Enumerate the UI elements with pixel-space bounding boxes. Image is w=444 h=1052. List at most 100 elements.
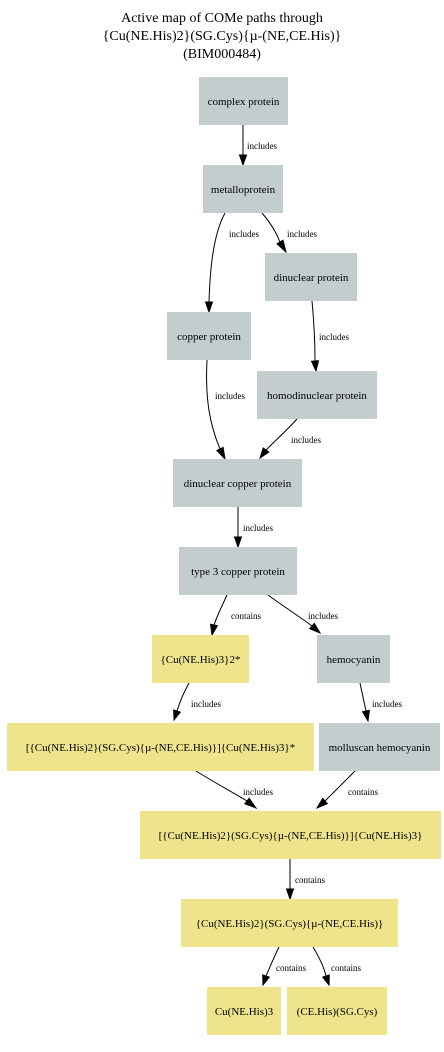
edge-metalloprotein-to-dinuclear-protein: includes bbox=[261, 212, 317, 254]
edge-complex-protein-to-metalloprotein: includes bbox=[238, 125, 277, 167]
edge-line bbox=[359, 682, 367, 712]
edge-label: includes bbox=[319, 332, 349, 342]
title-line-3: (BIM000484) bbox=[183, 47, 261, 62]
node-box bbox=[257, 371, 377, 419]
edge-copper-protein-to-dinuclear-copper-protein: includes bbox=[206, 359, 245, 461]
edge-line bbox=[206, 359, 221, 450]
edge-line bbox=[176, 682, 190, 712]
arrowhead-icon bbox=[216, 446, 226, 461]
edge-label: contains bbox=[231, 611, 261, 621]
node-box bbox=[152, 635, 249, 683]
node-cu-ne-his-3-2: {Cu(NE.His)3}2* bbox=[152, 635, 249, 683]
arrowhead-icon bbox=[321, 974, 330, 987]
node-box bbox=[7, 723, 314, 771]
edge-cu-combo-star-to-cu-combo: includes bbox=[195, 770, 273, 810]
node-cu-ne-his-3: Cu(NE.His)3 bbox=[207, 987, 281, 1035]
arrowhead-icon bbox=[262, 974, 271, 987]
arrowhead-icon bbox=[233, 536, 243, 549]
node-homodinuclear-protein: homodinuclear protein bbox=[257, 371, 377, 419]
edge-line bbox=[208, 212, 226, 303]
node-box bbox=[199, 77, 288, 125]
node-box bbox=[179, 547, 297, 595]
arrowhead-icon bbox=[276, 239, 287, 254]
edge-line bbox=[265, 946, 280, 977]
title-line-2: {Cu(NE.His)2}(SG.Cys){µ-(NE,CE.His)} bbox=[103, 29, 342, 44]
node-label: dinuclear protein bbox=[274, 272, 349, 284]
node-label: {Cu(NE.His)3}2* bbox=[161, 654, 241, 666]
node-type-3-copper-protein: type 3 copper protein bbox=[179, 547, 297, 595]
node-label: complex protein bbox=[208, 96, 280, 108]
edge-label: includes bbox=[308, 611, 338, 621]
arrowhead-icon bbox=[204, 301, 214, 314]
arrowhead-icon bbox=[244, 797, 258, 810]
node-label: copper protein bbox=[177, 331, 241, 343]
edge-label: includes bbox=[191, 699, 221, 709]
edge-dinuclear-copper-protein-to-type-3-copper-protein: includes bbox=[233, 507, 273, 549]
edge-label: includes bbox=[287, 229, 317, 239]
edge-label: includes bbox=[215, 391, 245, 401]
edge-line bbox=[311, 300, 316, 362]
node-box bbox=[265, 253, 357, 301]
node-box bbox=[317, 635, 390, 683]
nodes-layer: complex protein metalloprotein dinuclear p… bbox=[7, 77, 441, 1035]
edge-label: includes bbox=[247, 141, 277, 151]
edge-cu-core-to-cu-ne-his-3: contains bbox=[262, 946, 306, 987]
edge-label: contains bbox=[331, 963, 361, 973]
edge-label: contains bbox=[348, 787, 378, 797]
node-label: Cu(NE.His)3 bbox=[215, 1006, 274, 1018]
node-complex-protein: complex protein bbox=[199, 77, 288, 125]
node-label: dinuclear copper protein bbox=[184, 478, 292, 490]
node-metalloprotein: metalloprotein bbox=[203, 165, 283, 213]
node-hemocyanin: hemocyanin bbox=[317, 635, 390, 683]
node-label: metalloprotein bbox=[211, 184, 276, 196]
edge-line bbox=[312, 946, 327, 977]
edge-cu-ne-his-3-2-to-cu-combo-star: includes bbox=[173, 682, 221, 722]
edge-metalloprotein-to-copper-protein: includes bbox=[204, 212, 259, 314]
arrowhead-icon bbox=[259, 447, 270, 460]
arrowhead-icon bbox=[209, 623, 219, 637]
node-label: homodinuclear protein bbox=[267, 390, 367, 402]
node-box bbox=[167, 312, 251, 360]
node-cu-combo: [{Cu(NE.His)2}(SG.Cys){µ-(NE,CE.His)}]{C… bbox=[140, 811, 441, 859]
node-dinuclear-protein: dinuclear protein bbox=[265, 253, 357, 301]
edge-dinuclear-protein-to-homodinuclear-protein: includes bbox=[310, 300, 349, 373]
edge-homodinuclear-protein-to-dinuclear-copper-protein: includes bbox=[259, 418, 321, 460]
edge-label: includes bbox=[372, 699, 402, 709]
diagram-title: Active map of COMe paths through {Cu(NE.… bbox=[103, 11, 342, 62]
edge-line bbox=[324, 770, 356, 802]
node-box bbox=[181, 899, 398, 947]
arrowhead-icon bbox=[315, 797, 329, 810]
edges-layer: includes includes includes includes includes… bbox=[173, 125, 402, 987]
title-line-1: Active map of COMe paths through bbox=[121, 11, 323, 26]
edge-label: includes bbox=[291, 435, 321, 445]
node-molluscan-hemocyanin: molluscan hemocyanin bbox=[319, 723, 440, 771]
arrowhead-icon bbox=[238, 154, 248, 167]
node-label: type 3 copper protein bbox=[191, 566, 285, 578]
edge-label: includes bbox=[243, 523, 273, 533]
node-cu-combo-star: [{Cu(NE.His)2}(SG.Cys){µ-(NE,CE.His)}]{C… bbox=[7, 723, 314, 771]
node-label: [{Cu(NE.His)2}(SG.Cys){µ-(NE,CE.His)}]{C… bbox=[159, 830, 423, 842]
node-box bbox=[207, 987, 281, 1035]
edge-type-3-copper-protein-to-hemocyanin: includes bbox=[267, 594, 338, 635]
node-label: [{Cu(NE.His)2}(SG.Cys){µ-(NE,CE.His)}]{C… bbox=[26, 742, 295, 754]
edge-label: contains bbox=[276, 963, 306, 973]
node-box bbox=[319, 723, 440, 771]
edge-line bbox=[265, 418, 298, 451]
node-box bbox=[173, 459, 302, 507]
arrowhead-icon bbox=[361, 709, 371, 723]
node-box bbox=[140, 811, 441, 859]
arrowhead-icon bbox=[310, 360, 320, 373]
node-ce-his-sg-cys: (CE.His)(SG.Cys) bbox=[287, 987, 387, 1035]
arrowhead-icon bbox=[308, 622, 322, 635]
edge-cu-combo-to-cu-core: contains bbox=[285, 859, 325, 901]
edge-line bbox=[195, 770, 248, 802]
node-label: hemocyanin bbox=[327, 654, 381, 666]
edge-line bbox=[261, 212, 281, 243]
edge-molluscan-hemocyanin-to-cu-combo: contains bbox=[315, 770, 378, 810]
node-label: (CE.His)(SG.Cys) bbox=[297, 1006, 378, 1018]
arrowhead-icon bbox=[173, 709, 182, 722]
node-cu-core: {Cu(NE.His)2}(SG.Cys){µ-(NE,CE.His)} bbox=[181, 899, 398, 947]
edge-line bbox=[213, 594, 228, 626]
edge-type-3-copper-protein-to-cu-ne-his-3-2: contains bbox=[209, 594, 261, 637]
node-box bbox=[287, 987, 387, 1035]
